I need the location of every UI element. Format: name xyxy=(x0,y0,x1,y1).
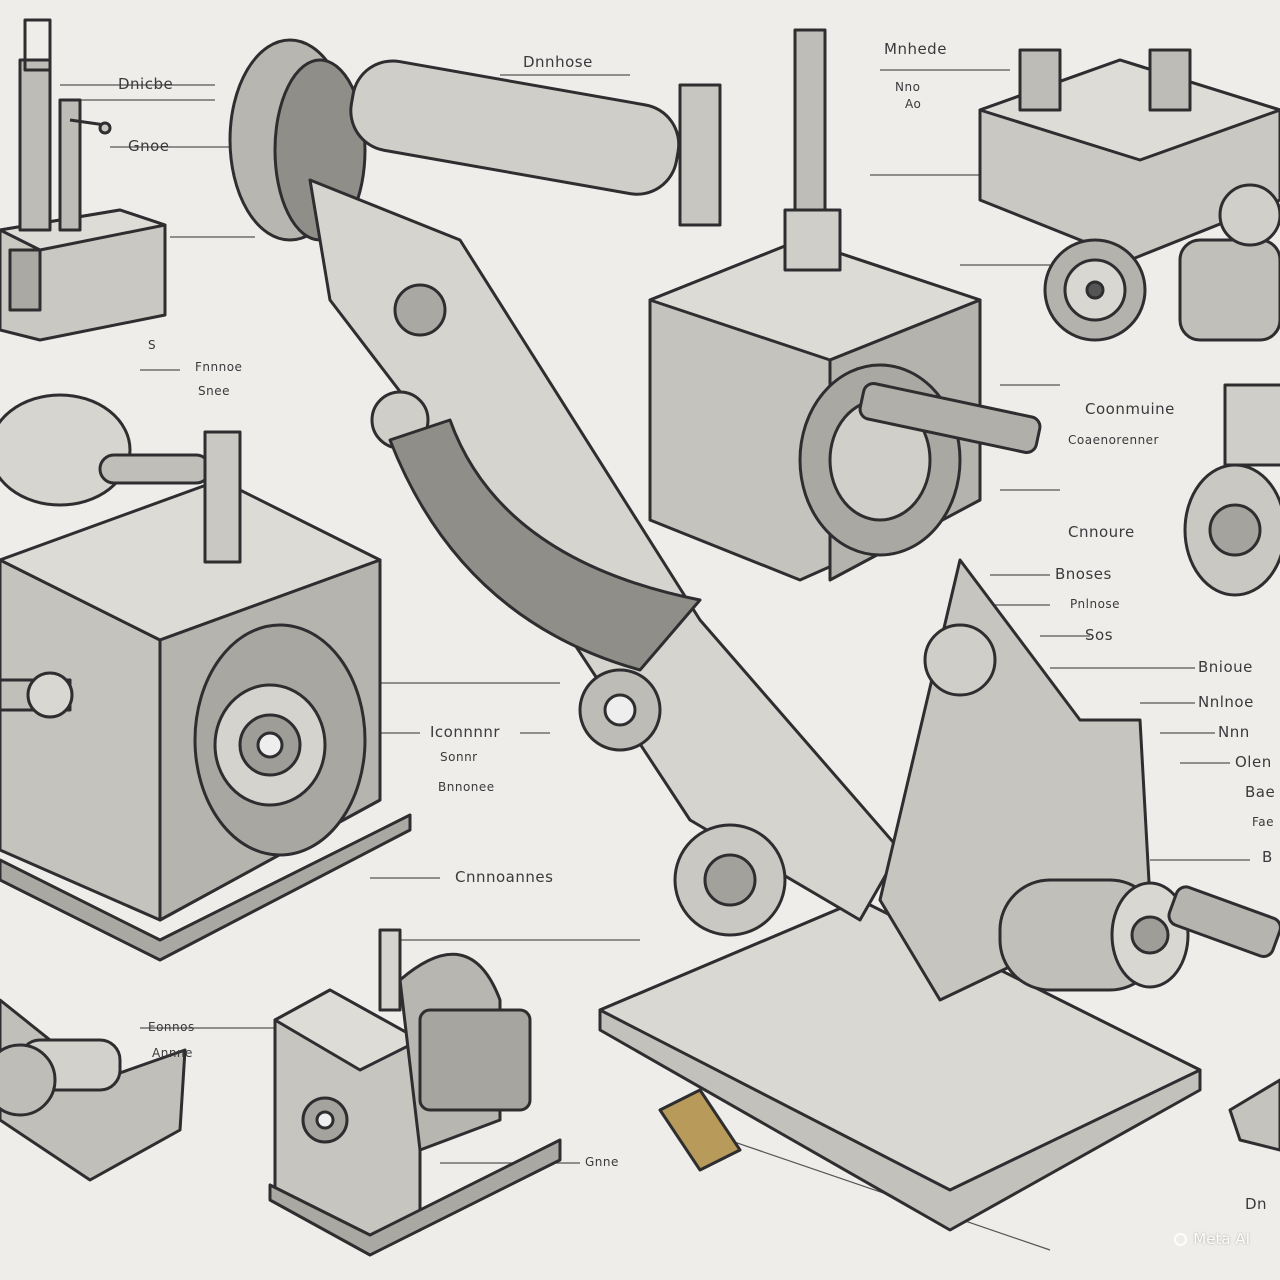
watermark: Meta AI xyxy=(1174,1230,1250,1248)
label-far-right-5: Bae xyxy=(1245,783,1276,801)
label-top-left-1: Dnicbe xyxy=(118,75,174,93)
central-main-machine xyxy=(228,28,1280,1232)
label-right-5: Sos xyxy=(1085,626,1114,644)
meta-ai-logo-icon xyxy=(1174,1232,1188,1246)
bottom-left-machine xyxy=(0,998,187,1182)
label-top-right-2: Nno xyxy=(895,80,921,94)
label-top-right-3: Ao xyxy=(905,97,922,111)
label-right-1: Coonmuine xyxy=(1085,400,1175,418)
top-right-machine xyxy=(978,48,1280,342)
label-far-right-4: Olen xyxy=(1235,753,1272,771)
label-top-left-2: Gnoe xyxy=(128,137,170,155)
label-left-mid-2: Snee xyxy=(198,384,230,398)
left-block-machine xyxy=(0,393,412,962)
label-far-right-7: B xyxy=(1262,848,1273,866)
label-bottom-center: Gnne xyxy=(585,1155,619,1169)
label-right-1-sub: Coaenorenner xyxy=(1068,433,1159,447)
label-bottom-right: Dn xyxy=(1245,1195,1268,1213)
label-center-2: Sonnr xyxy=(440,750,478,764)
label-right-2: Cnnoure xyxy=(1068,523,1135,541)
label-top-right-1: Mnhede xyxy=(884,40,947,58)
label-right-4: Pnlnose xyxy=(1070,597,1121,611)
label-left-mid-1: Fnnnoe xyxy=(195,360,243,374)
label-top-center: Dnnhose xyxy=(523,53,593,71)
label-bottom-left-1: Eonnos xyxy=(148,1020,195,1034)
label-bottom-left-2: Annne xyxy=(152,1046,193,1060)
label-left-mid-3: S xyxy=(148,338,157,352)
label-far-right-1: Bnioue xyxy=(1198,658,1253,676)
watermark-text: Meta AI xyxy=(1193,1230,1250,1248)
bottom-center-block xyxy=(268,928,562,1257)
label-far-right-3: Nnn xyxy=(1218,723,1250,741)
right-side-machine xyxy=(1183,383,1280,1152)
label-right-3: Bnoses xyxy=(1055,565,1112,583)
label-center-1: Iconnnnr xyxy=(430,723,501,741)
label-far-right-6: Fae xyxy=(1252,815,1275,829)
leader-lines xyxy=(30,69,1250,1251)
label-far-right-2: Nnlnoe xyxy=(1198,693,1254,711)
label-center-4: Cnnnoannes xyxy=(455,868,554,886)
top-left-machine xyxy=(0,18,167,342)
label-center-3: Bnnonee xyxy=(438,780,495,794)
